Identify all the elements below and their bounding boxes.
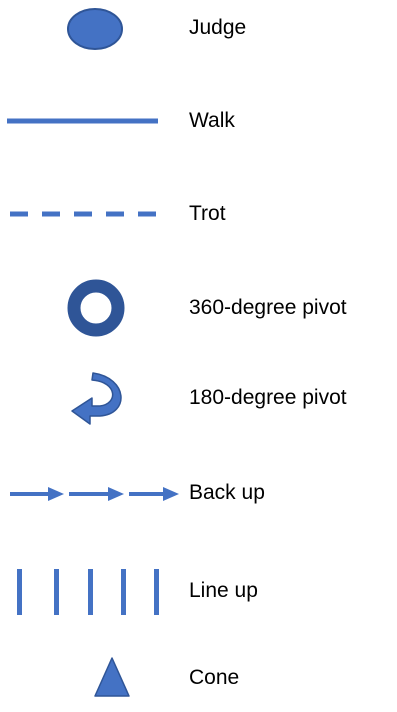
legend-label: Cone	[189, 666, 240, 689]
judge-ellipse-icon	[67, 8, 123, 50]
legend-row-walk: Walk	[0, 91, 397, 151]
ring-icon	[67, 279, 125, 337]
dashed-line-icon	[10, 211, 160, 217]
curved-arrow-icon	[71, 372, 122, 425]
legend-label: Trot	[189, 202, 226, 225]
legend-label: 180-degree pivot	[189, 386, 347, 409]
legend-row-cone: Cone	[0, 652, 397, 712]
solid-line-icon	[7, 118, 158, 124]
legend-label: Judge	[189, 16, 247, 39]
legend-row-360-pivot: 360-degree pivot	[0, 278, 397, 338]
legend-row-back-up: Back up	[0, 463, 397, 523]
legend-row-180-pivot: 180-degree pivot	[0, 368, 397, 428]
legend-row-line-up: Line up	[0, 561, 397, 621]
legend-label: 360-degree pivot	[189, 296, 347, 319]
legend-label: Walk	[189, 109, 235, 132]
arrow-chain-icon	[10, 487, 179, 501]
legend-label: Back up	[189, 481, 265, 504]
triangle-cone-icon	[94, 657, 130, 697]
legend-row-judge: Judge	[0, 0, 397, 58]
legend-label: Line up	[189, 579, 258, 602]
legend-row-trot: Trot	[0, 184, 397, 244]
vertical-bars-icon	[17, 569, 159, 615]
